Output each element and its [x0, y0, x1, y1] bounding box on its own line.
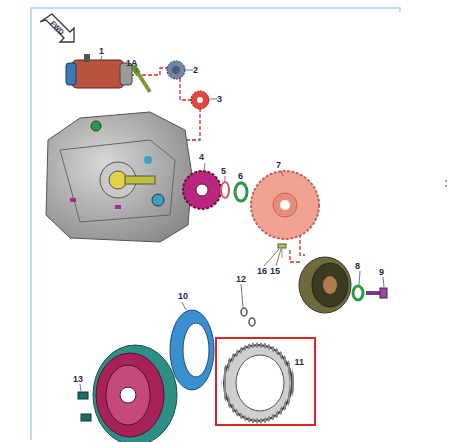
- callout-number: 10: [178, 291, 188, 301]
- callout-number: 7: [276, 160, 281, 170]
- callout-number: 2: [193, 65, 198, 75]
- callout-number: 1A: [126, 58, 138, 68]
- callout-number: 13: [73, 374, 83, 384]
- callout-number: 16: [257, 266, 267, 276]
- callout-number: 1: [99, 46, 104, 56]
- callout-number: 6: [238, 171, 243, 181]
- callout-number: 8: [355, 261, 360, 271]
- callout-number: 11: [294, 357, 304, 367]
- callout-number: 5: [221, 166, 226, 176]
- callout-number: 9: [379, 267, 384, 277]
- callout-number: 15: [270, 266, 280, 276]
- callout-number: 12: [236, 274, 246, 284]
- callout-number: 3: [217, 94, 222, 104]
- highlight-box: 11: [215, 337, 316, 426]
- callout-number: 4: [199, 152, 204, 162]
